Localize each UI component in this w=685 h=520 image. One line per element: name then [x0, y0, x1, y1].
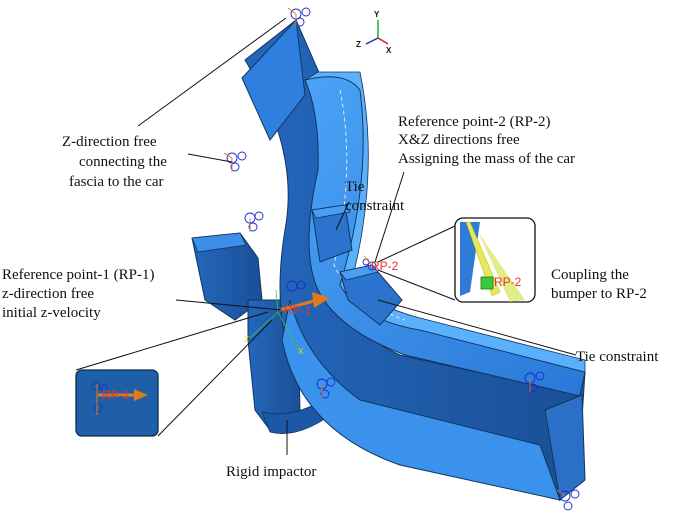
label-rp2-3: Assigning the mass of the car	[398, 151, 575, 167]
label-impactor: Rigid impactor	[226, 464, 316, 480]
velocity-arrow-icon	[312, 292, 330, 308]
label-tie2: Tie constraint	[576, 349, 659, 365]
tie-block-lower	[339, 264, 403, 326]
label-rp1-2: z-direction free	[2, 286, 94, 302]
label-rp2-2: X&Z directions free	[398, 132, 520, 148]
rp1-triad-z-label: Z	[244, 335, 249, 344]
label-rp1-1: Reference point-1 (RP-1)	[2, 267, 154, 283]
inset-rp1-label: RP-1	[102, 388, 130, 402]
axis-y-label: Y	[374, 10, 380, 19]
label-rp1-3: initial z-velocity	[2, 305, 101, 321]
leader-inset1-top	[75, 311, 269, 371]
label-tie1-1: Tie	[345, 179, 365, 195]
inset-coupling: RP-2	[454, 217, 536, 303]
label-zfree-1: Z-direction free	[62, 134, 157, 150]
bc-marker-bottom	[316, 377, 336, 399]
leader-coupling-bottom	[377, 269, 456, 301]
label-zfree-3: fascia to the car	[69, 174, 164, 190]
bc-marker-right	[524, 371, 545, 393]
bumper-beam	[241, 18, 586, 502]
leader-coupling-top	[377, 225, 456, 263]
leader-zfree-top	[137, 17, 287, 127]
annotations: Z-direction free connecting the fascia t…	[2, 114, 659, 480]
label-zfree-2: connecting the	[79, 154, 167, 170]
axis-x-label: X	[386, 46, 392, 55]
bc-marker-mid	[223, 151, 247, 172]
leader-rp2	[374, 171, 405, 263]
bc-markers	[223, 7, 580, 511]
global-axis-triad: Y Z X	[356, 10, 392, 55]
label-rp2-1: Reference point-2 (RP-2)	[398, 114, 550, 130]
label-coupling-2: bumper to RP-2	[551, 286, 647, 302]
leader-tie1	[335, 201, 350, 231]
rp1-triad-x-label: X	[298, 347, 304, 356]
rp1-marker-label: RP-1	[284, 303, 312, 317]
rp2-marker-label: RP-2	[371, 259, 399, 273]
bc-marker-top	[287, 7, 311, 27]
inset-rp1: RP-1	[75, 369, 159, 437]
leader-tie2	[377, 299, 577, 356]
leader-inset1-bottom	[157, 319, 273, 437]
leader-lines	[75, 17, 577, 455]
axis-z-label: Z	[356, 40, 361, 49]
tie-block-upper	[311, 204, 353, 263]
label-coupling-1: Coupling the	[551, 267, 629, 283]
leader-zfree-mid	[187, 153, 233, 163]
bc-marker-rp1	[286, 280, 306, 292]
bc-marker-bottom-right	[556, 489, 580, 511]
bc-marker-rp2	[362, 255, 377, 271]
bc-marker-fascia	[244, 211, 264, 232]
label-tie1-2: constraint	[345, 198, 405, 214]
rp1-marker: RP-1 Z X	[244, 289, 330, 356]
rp1-triad	[249, 289, 299, 351]
leader-rp1	[175, 299, 283, 311]
inset-rp2-label: RP-2	[494, 275, 522, 289]
